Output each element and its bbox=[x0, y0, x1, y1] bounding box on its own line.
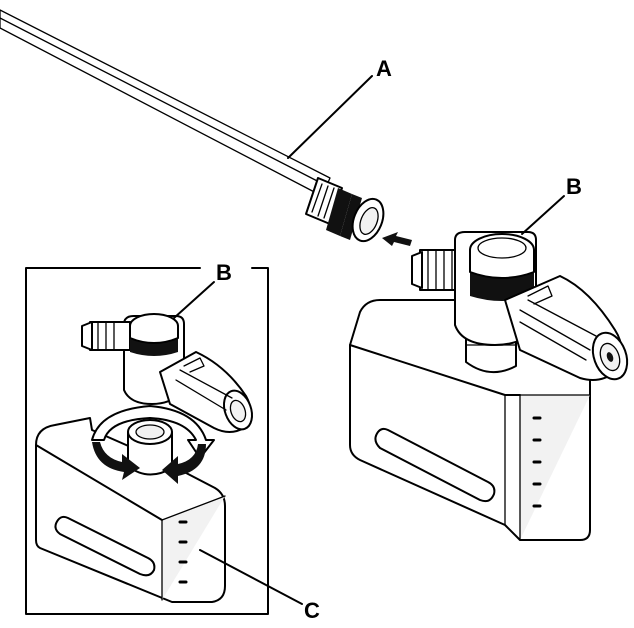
label-a: A bbox=[376, 56, 392, 81]
label-b-main: B bbox=[566, 174, 582, 199]
foam-cannon-main bbox=[349, 231, 629, 541]
callout-c: C bbox=[199, 549, 320, 623]
callout-b-inset: B bbox=[173, 260, 232, 319]
callout-a: A bbox=[287, 56, 392, 159]
spray-lance bbox=[0, 9, 385, 243]
foam-cannon-inset bbox=[35, 313, 254, 603]
insert-arrow bbox=[382, 232, 412, 246]
inset-frame bbox=[25, 267, 269, 615]
label-b-inset: B bbox=[216, 260, 232, 285]
callout-b-main: B bbox=[521, 174, 582, 235]
label-c: C bbox=[304, 598, 320, 623]
